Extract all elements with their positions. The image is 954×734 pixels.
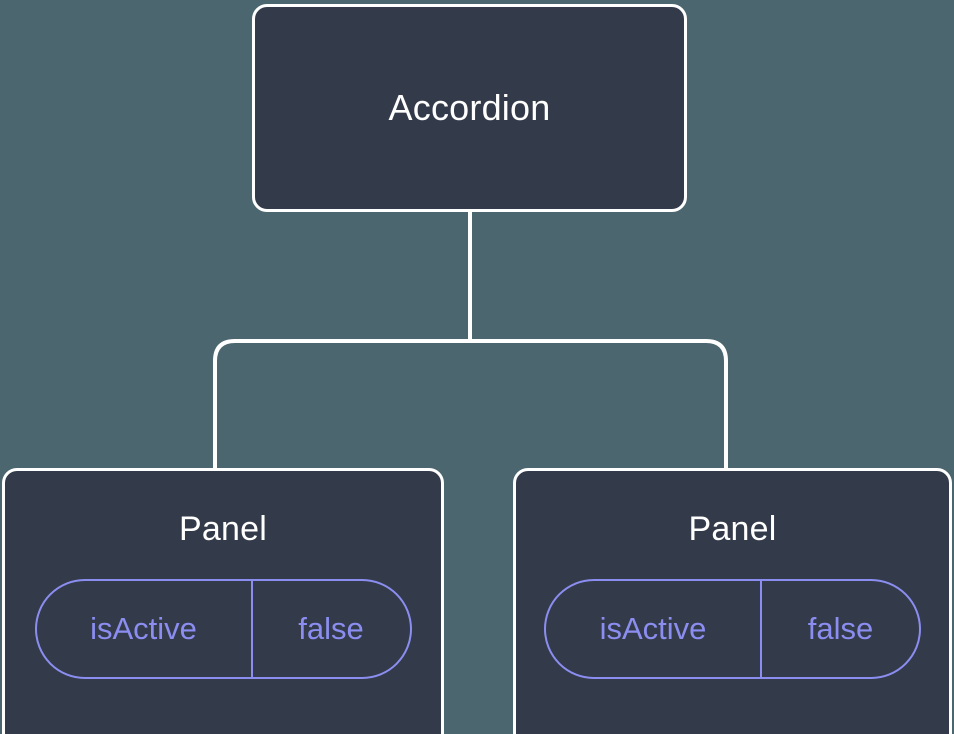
prop-name: isActive (90, 611, 197, 646)
connector-bus-right (470, 339, 728, 472)
prop-value: false (250, 581, 410, 677)
node-panel-2[interactable]: Panel isActive false (513, 468, 952, 734)
node-title: Panel (688, 510, 777, 548)
connector-bus-left (213, 339, 470, 472)
node-title: Panel (179, 510, 267, 548)
prop-badge[interactable]: isActive false (544, 579, 921, 679)
prop-name: isActive (599, 611, 707, 646)
node-panel-1[interactable]: Panel isActive false (2, 468, 444, 734)
node-accordion[interactable]: Accordion (252, 4, 687, 212)
prop-badge[interactable]: isActive false (34, 579, 412, 679)
node-title: Accordion (388, 87, 551, 128)
prop-value: false (760, 581, 919, 677)
